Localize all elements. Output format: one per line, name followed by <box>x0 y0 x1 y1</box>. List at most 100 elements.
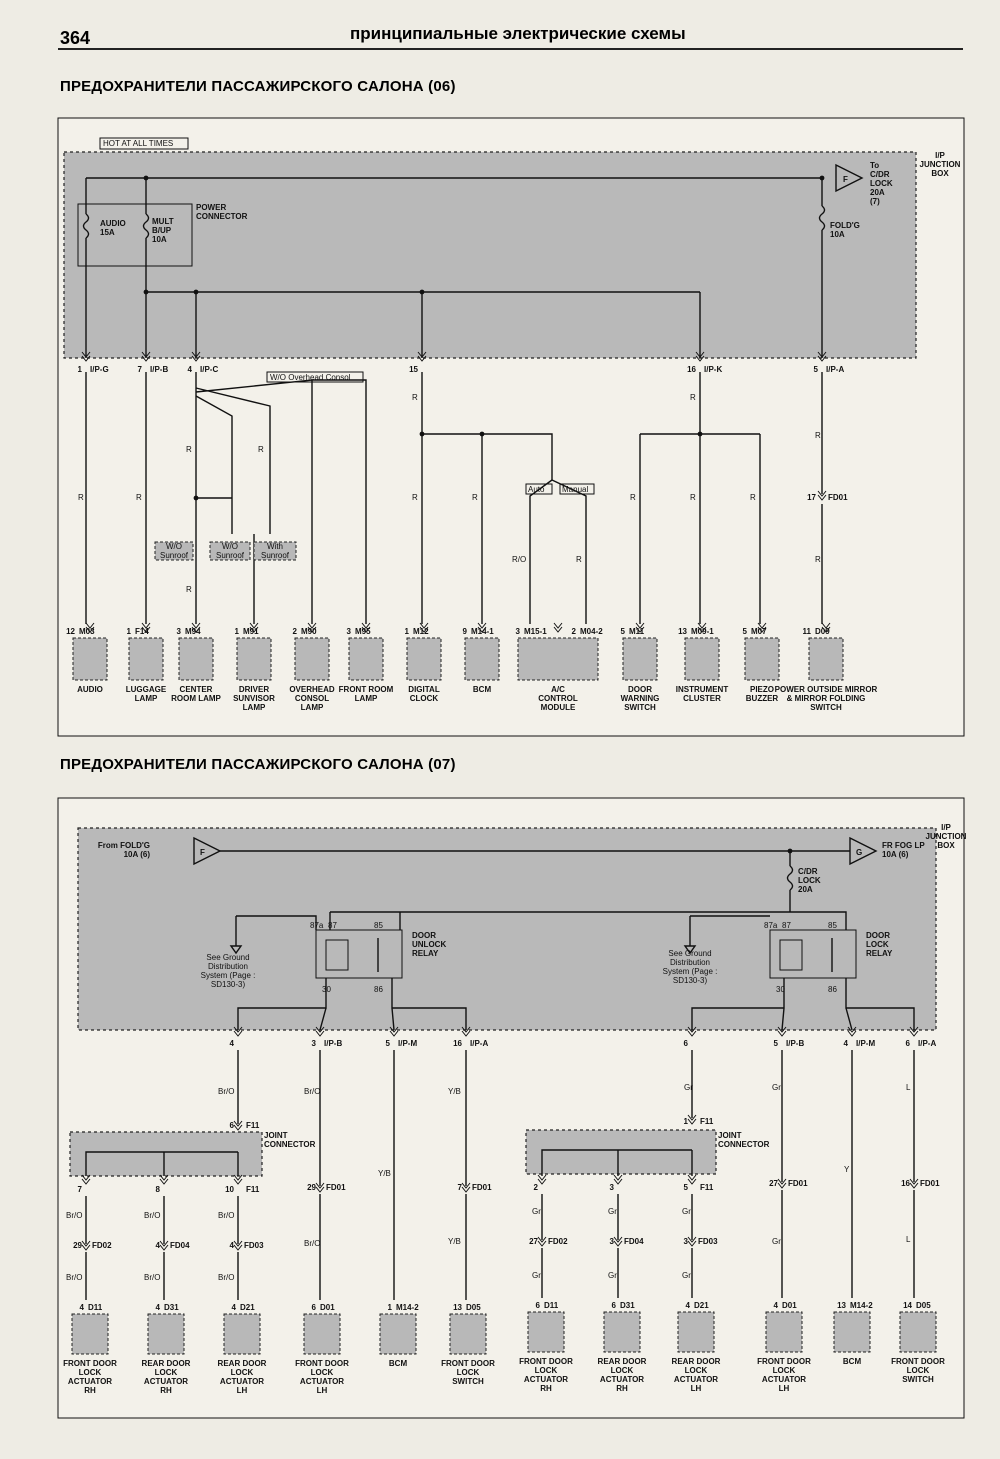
connector-chevron <box>909 1026 919 1037</box>
connector-chevron <box>817 351 827 362</box>
wire-color-y: Y <box>844 1165 850 1174</box>
wire-color-bro: Br/O <box>218 1273 234 1282</box>
component-0 <box>72 637 108 681</box>
mid-conn: FD04 <box>624 1237 644 1246</box>
hot-label-box <box>99 137 189 150</box>
door-lock-relay-switch <box>779 939 803 971</box>
wire-color-l: L <box>906 1083 911 1092</box>
connector-chevron <box>233 1240 243 1251</box>
connector-chevron <box>81 1174 91 1185</box>
fuse-symbol <box>818 205 826 231</box>
comp-connector: D31 <box>164 1303 179 1312</box>
connector-chevron <box>537 1174 547 1185</box>
top-pin-connector: I/P-A <box>470 1039 488 1048</box>
wire-color-bro: Br/O <box>218 1211 234 1220</box>
wire-color-bro: Br/O <box>218 1087 234 1096</box>
comp-connector: M12 <box>413 627 429 636</box>
connector-f-triangle <box>193 836 222 866</box>
mid-pin: 3 <box>684 1237 689 1246</box>
wire-color-r: R <box>815 555 821 564</box>
wire-color-bro: Br/O <box>144 1211 160 1220</box>
comp-pin-number: 4 <box>774 1301 779 1310</box>
fuse-symbol <box>786 865 794 891</box>
wire-color-r: R <box>136 493 142 502</box>
wire-color-yb: Y/B <box>448 1237 461 1246</box>
comp-connector: D11 <box>88 1303 103 1312</box>
wire-color-yb: Y/B <box>448 1087 461 1096</box>
junction-dot <box>697 431 703 437</box>
connector-chevron <box>249 622 259 633</box>
connector-g-letter: G <box>856 848 862 857</box>
mid-conn: FD03 <box>698 1237 718 1246</box>
component-7 <box>464 637 500 681</box>
component-6 <box>406 637 442 681</box>
fd01-conn: FD01 <box>828 493 848 502</box>
connector-chevron <box>85 622 95 633</box>
mid-pin: 16 <box>901 1179 910 1188</box>
component-11 <box>744 637 780 681</box>
component-07-left-3 <box>303 1313 341 1355</box>
jc-out-pin: 3 <box>610 1183 615 1192</box>
wire-color-bro: Br/O <box>66 1211 82 1220</box>
comp-pin-number: 12 <box>66 627 75 636</box>
fd01-pin: 17 <box>807 493 816 502</box>
top-pin-number: 1 <box>78 365 83 374</box>
comp-pin-number: 5 <box>743 627 748 636</box>
connector-chevron <box>315 1026 325 1037</box>
comp-connector: D31 <box>620 1301 635 1310</box>
connector-chevron <box>687 1114 697 1125</box>
comp-name: BCM <box>473 685 492 694</box>
page-header: принципиальные электрические схемы <box>350 24 686 43</box>
mid-conn: FD01 <box>326 1183 346 1192</box>
connector-chevron <box>141 351 151 362</box>
ip-junction-box-07 <box>77 827 937 1031</box>
mid-pin: 4 <box>230 1241 235 1250</box>
joint-connector-left <box>69 1131 263 1177</box>
mid-pin: 29 <box>73 1241 82 1250</box>
component-07-right-4 <box>833 1311 871 1353</box>
comp-connector: D11 <box>544 1301 559 1310</box>
component-4 <box>294 637 330 681</box>
wire <box>541 1050 693 1176</box>
component-07-left-5 <box>449 1313 487 1355</box>
wire <box>691 978 915 1031</box>
connector-chevron <box>233 1174 243 1185</box>
comp-pin-number: 14 <box>903 1301 912 1310</box>
relay-pin-87: 87 <box>328 921 337 930</box>
wire-color-r: R <box>472 493 478 502</box>
comp-name: AUDIO <box>77 685 103 694</box>
component-07-right-1 <box>603 1311 641 1353</box>
wo-sunroof-box-1 <box>154 541 194 561</box>
overhead-branch <box>312 379 367 624</box>
comp-pin-number: 1 <box>235 627 240 636</box>
wire-color-gr: Gr <box>532 1271 541 1280</box>
connector-chevron <box>613 1236 623 1247</box>
junction-dot <box>819 175 825 181</box>
door-unlock-relay-box <box>315 929 403 979</box>
mid-pin: 3 <box>610 1237 615 1246</box>
connector-f-letter: F <box>843 175 848 184</box>
junction-dot <box>143 289 149 295</box>
connector-chevron <box>159 1240 169 1251</box>
junction-dot <box>787 848 793 854</box>
component-12 <box>808 637 844 681</box>
component-07-left-0 <box>71 1313 109 1355</box>
jc-out-conn: F11 <box>246 1185 260 1194</box>
